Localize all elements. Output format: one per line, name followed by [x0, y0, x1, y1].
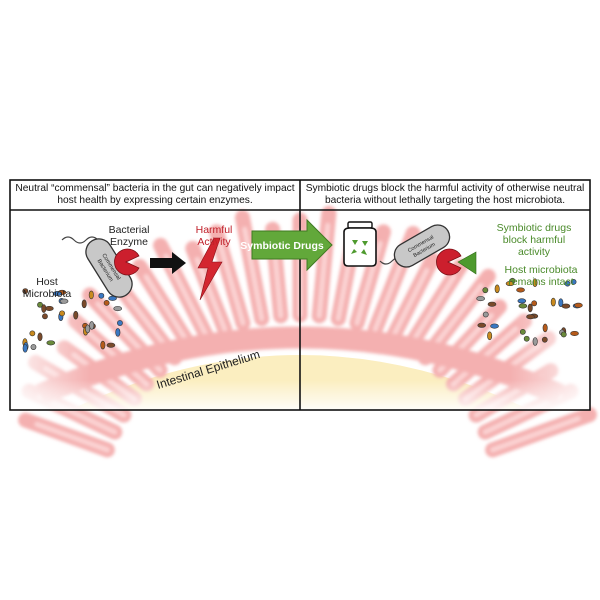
villus-core: [407, 274, 457, 350]
microbe-icon: [494, 284, 500, 294]
villus-core: [34, 421, 110, 453]
villus-core: [143, 274, 193, 350]
microbe-icon: [518, 303, 528, 309]
microbe-icon: [22, 343, 28, 353]
microbe-icon: [516, 287, 525, 293]
microbe-icon: [103, 299, 110, 306]
microbe-icon: [490, 323, 499, 329]
microbe-icon: [505, 281, 515, 287]
microbe-icon: [550, 297, 556, 307]
microbe-icon: [46, 340, 56, 346]
drug-bottle-icon: [343, 221, 377, 267]
microbiota-intact-label: Host microbiota remains intact: [504, 264, 578, 288]
microbe-icon: [570, 330, 579, 336]
drug-inhibitor-icon: [457, 251, 477, 275]
microbe-icon: [59, 310, 65, 317]
commensal-bacterium-right: Commensal Bacterium: [379, 224, 477, 276]
microbe-icon: [476, 296, 485, 302]
microbe-icon: [561, 303, 571, 309]
harmful-activity-label: Harmful Activity: [195, 224, 233, 248]
microbe-icon: [487, 301, 497, 307]
right-fade: [510, 210, 590, 410]
header-right: Symbiotic drugs block the harmful activi…: [305, 183, 585, 206]
microbe-icon: [45, 305, 54, 311]
villus-core: [194, 257, 228, 332]
header-left: Neutral “commensal” bacteria in the gut …: [15, 183, 295, 206]
microbe-icon: [570, 278, 577, 285]
arrow-label: Symbiotic Drugs: [240, 240, 324, 252]
microbe-icon: [487, 331, 493, 341]
inhibited-enzyme-icon: [436, 248, 462, 276]
microbe-icon: [532, 278, 538, 288]
microbe-icon: [42, 313, 48, 320]
microbe-icon: [113, 306, 123, 312]
microbe-icon: [73, 310, 79, 320]
microbe-icon: [523, 335, 530, 342]
microbe-icon: [482, 287, 489, 294]
microbe-icon: [117, 320, 123, 326]
villus-core: [217, 240, 246, 326]
microbe-icon: [88, 290, 94, 300]
host-microbiota-cluster-left: [22, 288, 123, 353]
host-microbiota-label: Host Microbiota: [22, 276, 72, 300]
microbe-icon: [30, 344, 37, 350]
microbe-icon: [517, 298, 527, 304]
microbe-icon: [115, 328, 121, 337]
microbe-icon: [526, 314, 535, 320]
microbe-icon: [531, 300, 538, 307]
villus-core: [390, 267, 430, 340]
microbe-icon: [22, 288, 29, 295]
microbe-icon: [41, 304, 47, 313]
microbe-icon: [574, 302, 583, 308]
drugs-block-label: Symbiotic drugs block harmful activity: [496, 222, 572, 258]
microbe-icon: [89, 321, 95, 330]
microbe-icon: [527, 303, 533, 313]
black-arrow-icon: [150, 252, 186, 274]
microbe-icon: [519, 328, 526, 335]
microbe-icon: [477, 322, 487, 328]
villus-core: [242, 226, 265, 322]
microbe-icon: [558, 298, 564, 308]
symbiotic-drugs-arrow: [251, 218, 333, 272]
microbe-icon: [53, 291, 62, 297]
microbe-icon: [564, 280, 571, 287]
villus-core: [490, 416, 581, 453]
microbe-icon: [532, 337, 538, 346]
microbe-icon: [29, 330, 36, 337]
microbe-icon: [59, 298, 69, 304]
microbe-icon: [37, 332, 43, 342]
microbe-icon: [98, 292, 105, 299]
microbe-icon: [85, 324, 91, 334]
microbe-icon: [106, 342, 116, 348]
microbe-icon: [541, 336, 548, 343]
microbe-icon: [81, 299, 87, 309]
flagellum-left: [61, 236, 99, 244]
microbe-icon: [542, 323, 548, 333]
bacterial-enzyme-icon: [114, 248, 140, 276]
bacterial-enzyme-label: Bacterial Enzyme: [108, 224, 150, 248]
lightning-bolt-icon: [197, 237, 223, 301]
microbe-icon: [100, 340, 106, 350]
microbe-icon: [482, 311, 489, 318]
host-microbiota-cluster-right: [476, 277, 583, 346]
commensal-bacterium-left: Commensal Bacterium: [61, 236, 140, 298]
microbe-icon: [560, 331, 567, 338]
